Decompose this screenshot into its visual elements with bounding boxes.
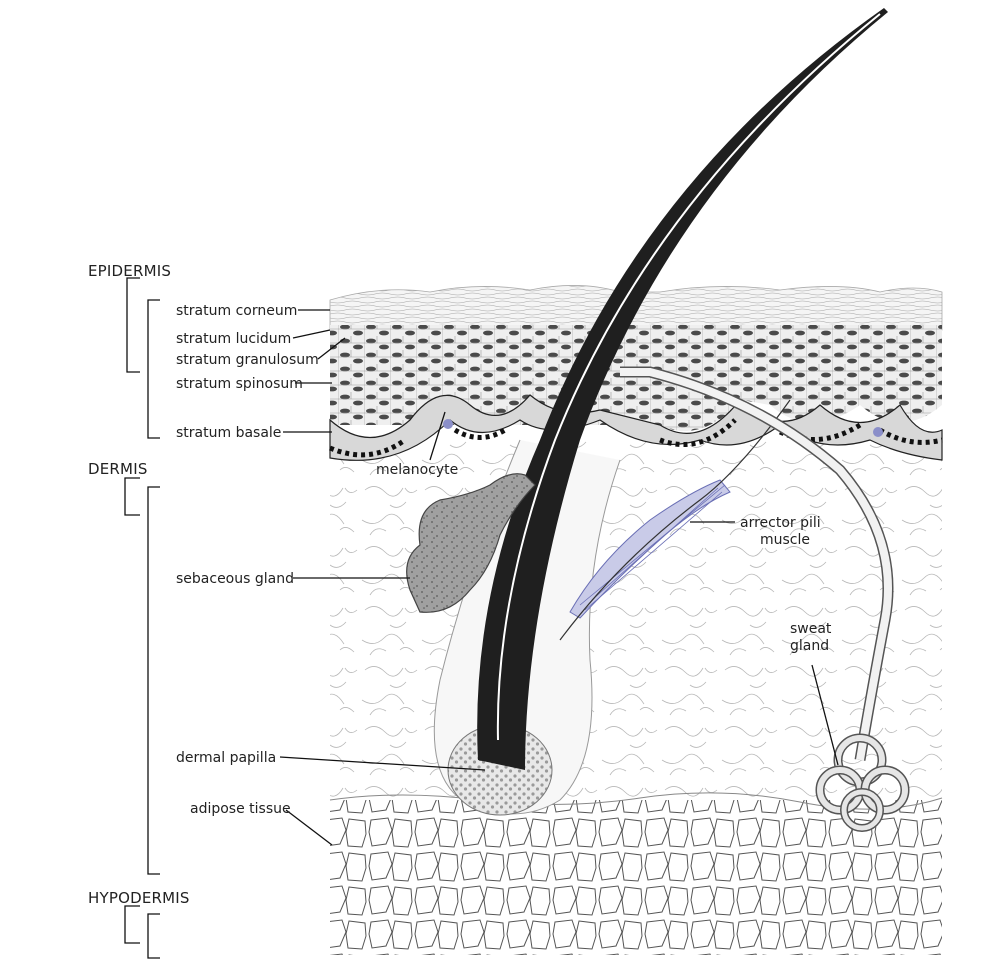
sebaceous-gland-label: sebaceous gland xyxy=(176,571,294,587)
epidermis-heading: EPIDERMIS xyxy=(88,262,171,280)
arrector-pili-label-line1: arrector pili xyxy=(740,515,821,531)
epidermis-sub-bracket xyxy=(148,300,160,438)
stratum-lucidum-label: stratum lucidum xyxy=(176,331,291,347)
hypodermis-bracket xyxy=(125,906,140,943)
stratum-granulosum-label: stratum granulosum xyxy=(176,352,319,368)
melanocyte-cell xyxy=(443,419,453,429)
dermis-fibers xyxy=(330,440,942,805)
melanocyte-cell-2 xyxy=(873,427,883,437)
hypodermis-sub-bracket xyxy=(148,914,160,958)
hypodermis-heading: HYPODERMIS xyxy=(88,889,190,907)
sweat-gland-label-line1: sweat xyxy=(790,621,832,637)
stratum-spinosum-label: stratum spinosum xyxy=(176,376,303,392)
dermis-bracket xyxy=(125,478,140,515)
arrector-pili-label-line2: muscle xyxy=(760,532,810,548)
adipose-tissue-label: adipose tissue xyxy=(190,801,291,817)
stratum-corneum-label: stratum corneum xyxy=(176,303,297,319)
dermal-papilla-label: dermal papilla xyxy=(176,750,276,766)
sweat-gland-label-line2: gland xyxy=(790,638,829,654)
melanocyte-label: melanocyte xyxy=(376,462,458,478)
stratum-basale-label: stratum basale xyxy=(176,425,281,441)
epidermis-bracket xyxy=(127,278,140,372)
dermis-heading: DERMIS xyxy=(88,460,148,478)
dermis-sub-bracket xyxy=(148,487,160,874)
